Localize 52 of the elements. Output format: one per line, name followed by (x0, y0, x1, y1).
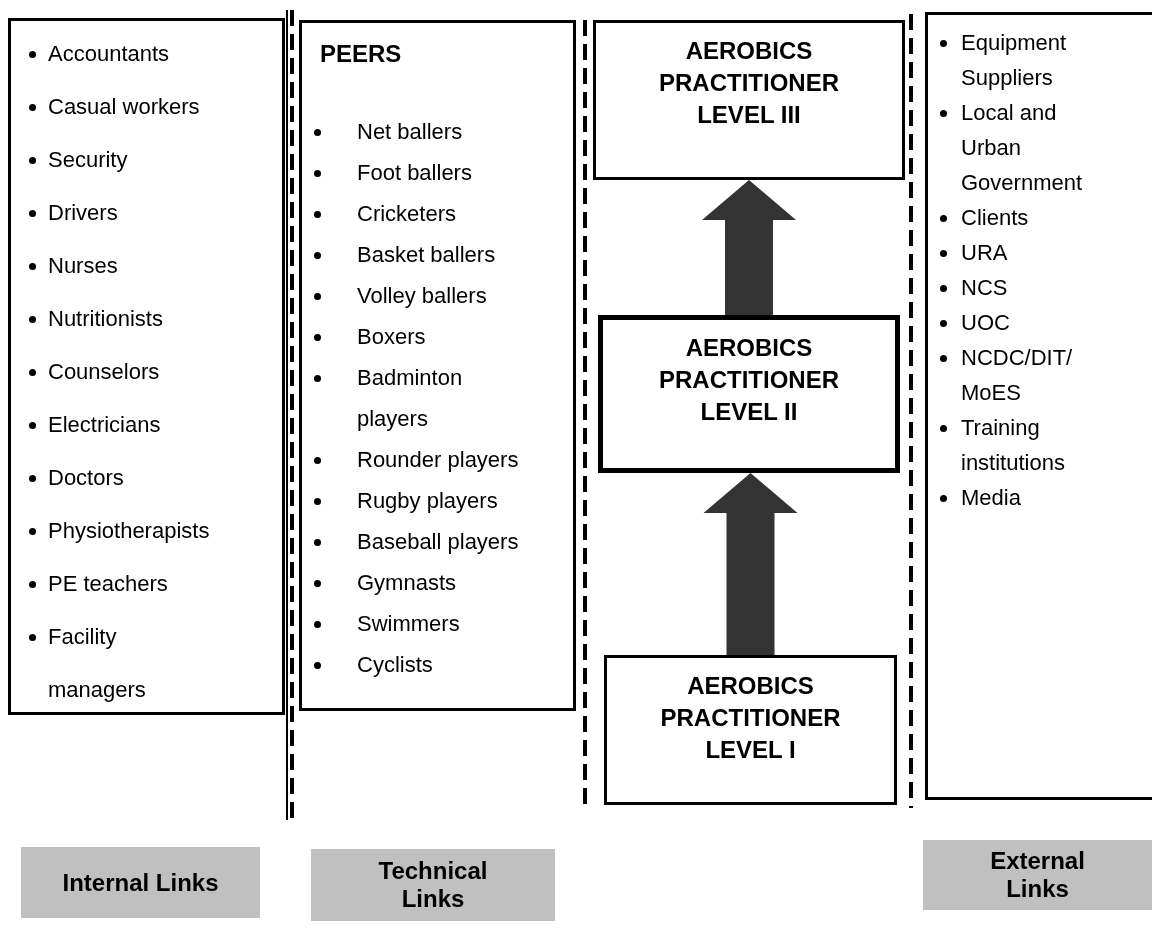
list-item: Drivers (48, 199, 119, 227)
list-item: Doctors (48, 464, 125, 492)
list-item: Baseball players (357, 528, 520, 556)
list-item: Basket ballers (357, 241, 497, 269)
category-text: Technical Links (377, 857, 489, 913)
level-box (593, 20, 905, 180)
list-item: Security (48, 146, 129, 174)
list-item: Nutritionists (48, 305, 164, 333)
list-box (925, 12, 1152, 800)
level-box (598, 315, 900, 473)
block-arrow (702, 180, 796, 315)
category-text: Internal Links (61, 868, 220, 897)
list-item: Nurses (48, 252, 119, 280)
list-item: Swimmers (357, 610, 461, 638)
list-item: Accountants (48, 40, 171, 68)
category-text: External Links (989, 847, 1086, 903)
list-item: PE teachers (48, 570, 169, 598)
list-item: Facility managers (48, 623, 147, 704)
list-item: Media (961, 484, 1022, 512)
category-label (923, 840, 1152, 910)
level-title: AEROBICS PRACTITIONER LEVEL I (659, 671, 842, 765)
list-item: Electricians (48, 411, 162, 439)
list-item: Badminton players (357, 364, 464, 433)
list-item: Rugby players (357, 487, 499, 515)
category-label (21, 847, 260, 918)
list-item: NCDC/DIT/ MoES (961, 344, 1074, 407)
list-item: Equipment Suppliers (961, 29, 1068, 92)
list-item: Local and Urban Government (961, 99, 1084, 197)
block-arrow (703, 473, 798, 655)
level-title: AEROBICS PRACTITIONER LEVEL III (658, 36, 840, 130)
list-item: URA (961, 239, 1009, 267)
list-item: NCS (961, 274, 1009, 302)
list-item: Net ballers (357, 118, 464, 146)
list-box (299, 20, 576, 711)
list-box (8, 18, 285, 715)
list-item: Boxers (357, 323, 427, 351)
level-box (604, 655, 897, 805)
list-item: Cricketers (357, 200, 457, 228)
list-item: Rounder players (357, 446, 520, 474)
list-item: Foot ballers (357, 159, 473, 187)
list-item: UOC (961, 309, 1011, 337)
list-item: Clients (961, 204, 1030, 232)
list-item: Volley ballers (357, 282, 488, 310)
list-item: Physiotherapists (48, 517, 211, 545)
list-item: Casual workers (48, 93, 201, 121)
list-item: Cyclists (357, 651, 434, 679)
list-item: Gymnasts (357, 569, 458, 597)
list-item: Training institutions (961, 414, 1066, 477)
list-heading: PEERS (320, 39, 402, 69)
list-item: Counselors (48, 358, 161, 386)
category-label (311, 849, 555, 921)
level-title: AEROBICS PRACTITIONER LEVEL II (658, 333, 840, 427)
